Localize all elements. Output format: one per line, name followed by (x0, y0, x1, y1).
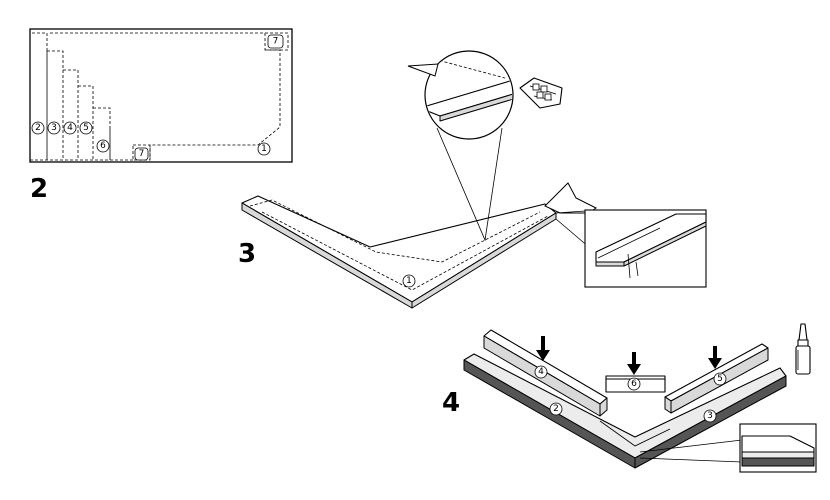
svg-text:1: 1 (261, 144, 267, 154)
board-1-cut-line-lower (261, 211, 549, 291)
sheet-strip-cut-lines (30, 32, 135, 161)
base-board-center-seam (599, 420, 671, 447)
board-1-cut-line (249, 199, 541, 263)
detail-box-content (595, 213, 707, 279)
svg-text:7: 7 (273, 37, 279, 47)
down-arrow-icon (536, 336, 550, 361)
svg-text:4: 4 (538, 367, 544, 377)
svg-text:6: 6 (631, 379, 637, 389)
sheet-part-label-6: 6 (96, 139, 110, 153)
sheet-part-label-3: 3 (47, 121, 61, 135)
sheet-part-label-5: 5 (79, 121, 93, 135)
board-1-part-label: 1 (402, 274, 416, 288)
base-part-label-2: 2 (549, 402, 563, 416)
sheet-part-label-7: 7 (134, 147, 149, 161)
sheet-outline (29, 28, 293, 163)
svg-text:5: 5 (83, 123, 89, 133)
svg-text:2: 2 (35, 123, 41, 133)
magnifier-pointer (407, 63, 439, 77)
step4-detail-content (741, 435, 815, 467)
sheet-main-piece-cut-line (50, 32, 281, 160)
svg-text:4: 4 (67, 123, 73, 133)
down-arrow-icon (627, 352, 641, 375)
sheet-part-7-cut-line (132, 144, 151, 161)
svg-text:6: 6 (100, 141, 106, 151)
detail-pointer (544, 182, 597, 214)
cutter-knife-icon (519, 77, 563, 109)
svg-text:1: 1 (406, 276, 412, 286)
svg-text:3: 3 (707, 411, 713, 421)
strip-4-end-edge (599, 397, 608, 417)
strip-part-label-5: 5 (713, 372, 727, 386)
step-number-2: 2 (30, 174, 48, 204)
sheet-part-label-7b: 7 (267, 34, 284, 49)
svg-text:7: 7 (139, 149, 145, 159)
step-2-cutting-sheet: 2 3 4 5 6 7 7 1 2 (29, 28, 293, 204)
block-part-label-6: 6 (627, 377, 641, 391)
glue-bottle-icon (795, 323, 811, 375)
step-number-3: 3 (238, 239, 256, 269)
step-number-4: 4 (442, 388, 460, 418)
down-arrow-icon (708, 346, 722, 369)
base-part-label-3: 3 (703, 409, 717, 423)
strip-part-label-4: 4 (534, 365, 548, 379)
svg-text:3: 3 (51, 123, 57, 133)
sheet-part-label-2: 2 (31, 121, 45, 135)
sheet-part-label-4: 4 (63, 121, 77, 135)
step-4-assembly: 2 3 4 5 6 (442, 323, 817, 473)
step-3-main-piece: 1 3 (238, 50, 707, 309)
svg-text:5: 5 (717, 374, 723, 384)
board-1-top-face (241, 195, 557, 303)
magnifier-content (426, 57, 512, 122)
sheet-part-label-1: 1 (257, 142, 271, 156)
step4-detail-lines (639, 439, 743, 463)
magnifier-cone (436, 127, 503, 242)
svg-text:2: 2 (553, 404, 559, 414)
sheet-part-7b-cut-line (265, 32, 289, 51)
